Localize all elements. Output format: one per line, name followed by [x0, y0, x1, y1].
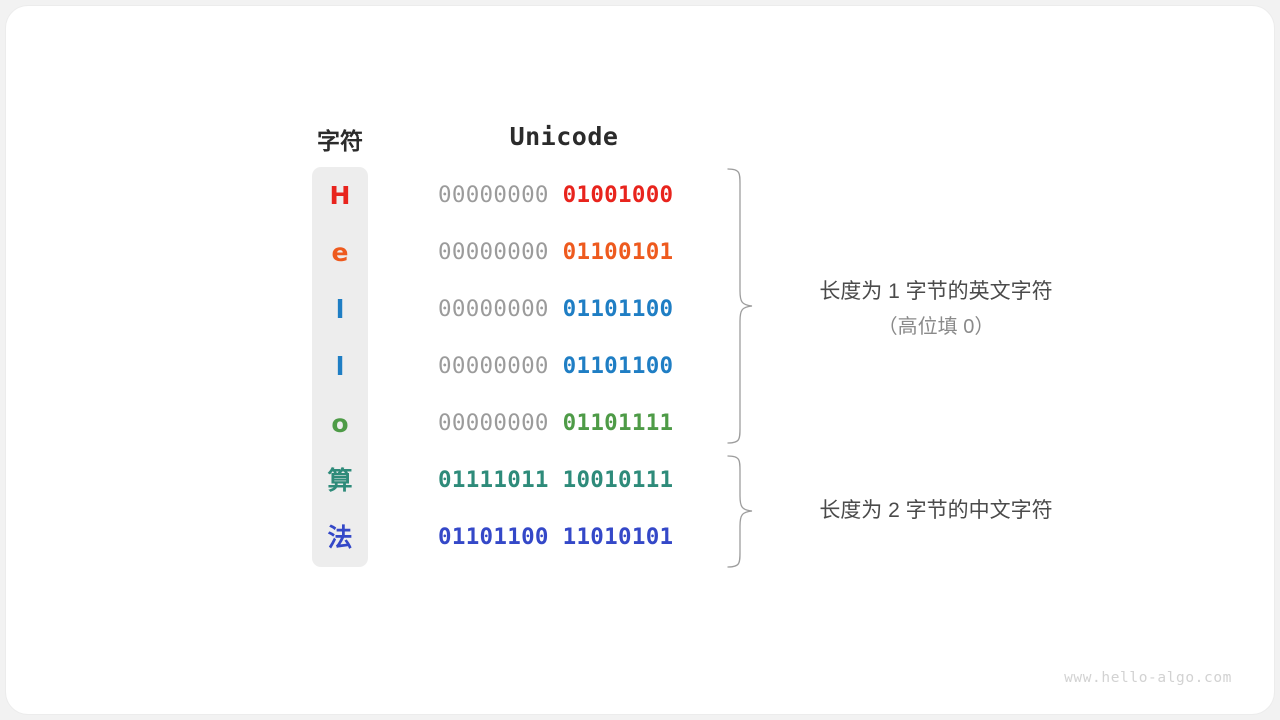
data-bits: 01101100 11010101 [438, 524, 674, 550]
data-bits: 01101100 [562, 353, 674, 379]
table-row-character: 法 [327, 523, 353, 552]
padding-bits: 00000000 [438, 410, 563, 436]
padding-bits: 00000000 [438, 296, 563, 322]
column-header-unicode: Unicode [509, 122, 619, 151]
table-row-unicode-bits: 01111011 10010111 [438, 452, 690, 509]
padding-bits: 00000000 [438, 353, 563, 379]
data-bits: 01101100 [562, 296, 674, 322]
column-header-char: 字符 [317, 128, 363, 154]
padding-bits: 00000000 [438, 239, 563, 265]
data-bits: 01001000 [562, 182, 674, 208]
data-bits: 01100101 [562, 239, 674, 265]
table-row-character: 算 [327, 466, 353, 495]
table-row-character: o [331, 409, 349, 438]
table-row-unicode-bits: 00000000 01101100 [438, 281, 690, 338]
table-row-character: e [331, 238, 349, 267]
annotation-one-byte-sub: （高位填 0） [877, 315, 995, 338]
table-row-unicode-bits: 01101100 11010101 [438, 509, 690, 566]
annotation-one-byte-main: 长度为 1 字节的英文字符 [819, 280, 1053, 303]
annotation-one-byte: 长度为 1 字节的英文字符 （高位填 0） [790, 274, 1082, 344]
padding-bits: 00000000 [438, 182, 563, 208]
table-row-unicode-bits: 00000000 01101100 [438, 338, 690, 395]
table-row-unicode-bits: 00000000 01101111 [438, 395, 690, 452]
grouping-braces [727, 168, 753, 568]
table-row-unicode-bits: 00000000 01001000 [438, 167, 690, 224]
table-row-unicode-bits: 00000000 01100101 [438, 224, 690, 281]
table-row-character: l [335, 295, 345, 324]
annotation-two-byte-main: 长度为 2 字节的中文字符 [819, 499, 1053, 522]
data-bits: 01101111 [562, 410, 674, 436]
site-watermark: www.hello-algo.com [1064, 670, 1232, 686]
annotation-two-byte: 长度为 2 字节的中文字符 [790, 493, 1082, 529]
table-row-character: H [329, 181, 351, 210]
data-bits: 01111011 10010111 [438, 467, 674, 493]
character-column-background [312, 167, 368, 567]
figure-card: 字符 Unicode H 00000000 01001000 e 00000000 0… [6, 6, 1274, 714]
table-row-character: l [335, 352, 345, 381]
